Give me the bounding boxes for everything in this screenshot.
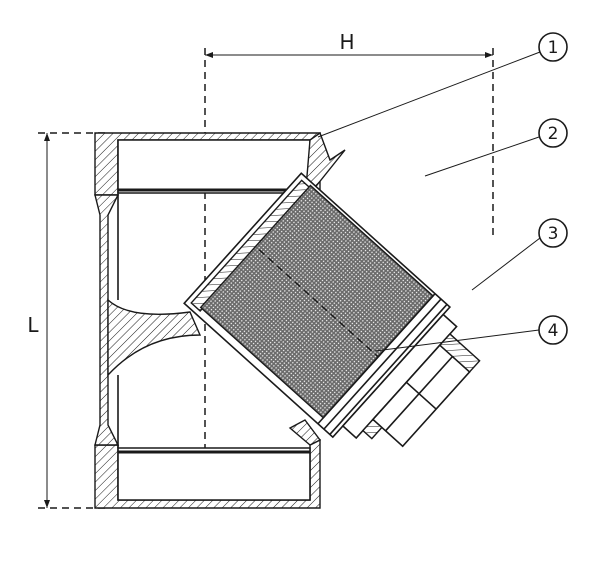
svg-text:3: 3 [548, 224, 559, 244]
dimension-l-label: L [27, 313, 39, 337]
svg-text:4: 4 [548, 321, 559, 341]
svg-text:2: 2 [548, 124, 559, 144]
callout-4: 4 [374, 315, 568, 352]
callout-1: 1 [317, 32, 568, 138]
dimension-h: H [204, 30, 494, 505]
svg-text:1: 1 [548, 38, 559, 58]
valve-body [94, 131, 346, 509]
strainer-assembly [183, 172, 481, 448]
callout-3: 3 [471, 218, 568, 291]
dimension-h-label: H [339, 30, 354, 54]
callout-2: 2 [424, 118, 568, 177]
